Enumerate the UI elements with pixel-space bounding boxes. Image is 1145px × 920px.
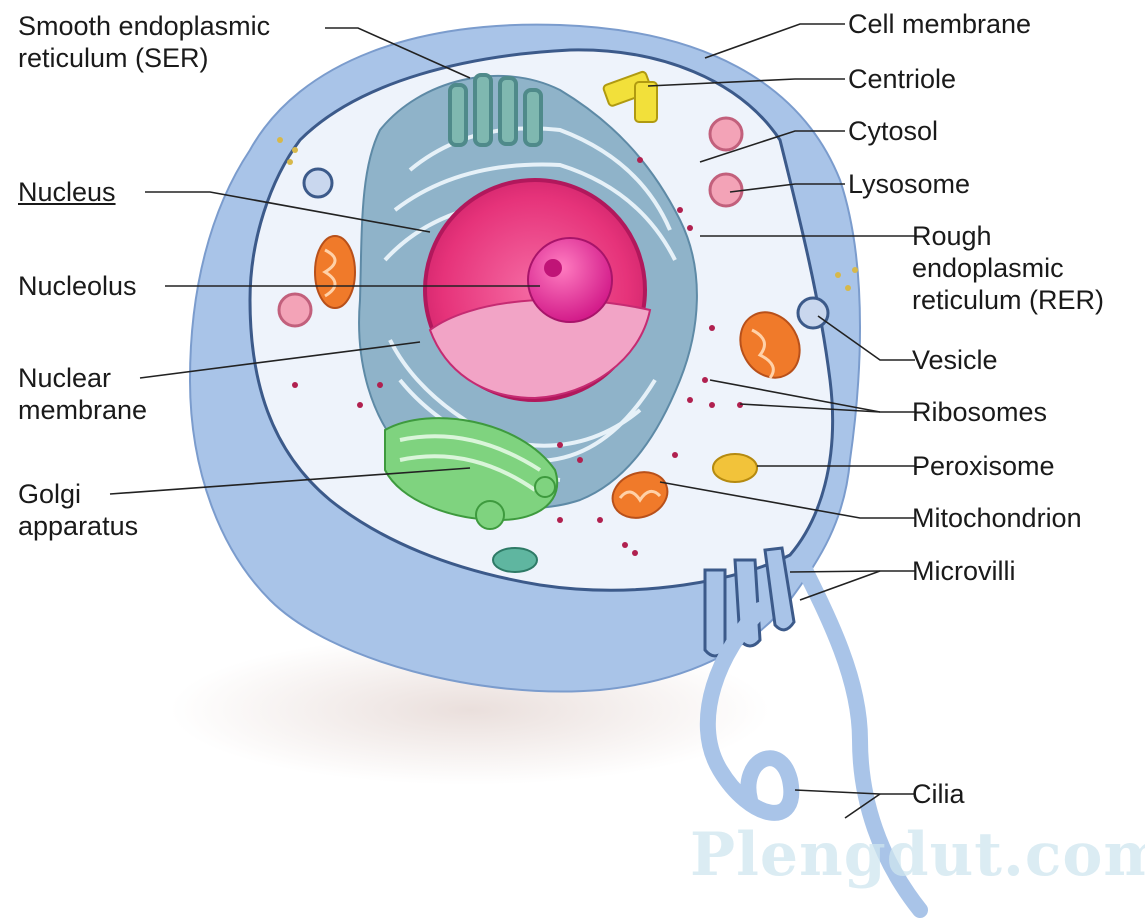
golgi-vesicle	[493, 548, 537, 572]
watermark: Plengdut.com	[690, 820, 1145, 890]
mitochondrion-left	[315, 236, 355, 308]
label-rer: Rough endoplasmic reticulum (RER)	[912, 220, 1104, 316]
label-cell-membrane: Cell membrane	[848, 8, 1031, 40]
peroxisome	[713, 454, 757, 482]
label-nuclear-membrane: Nuclear membrane	[18, 362, 147, 426]
label-ser: Smooth endoplasmic reticulum (SER)	[18, 10, 270, 74]
lysosome-2	[710, 174, 742, 206]
label-mitochondrion: Mitochondrion	[912, 502, 1082, 534]
lysosome-3	[279, 294, 311, 326]
label-peroxisome: Peroxisome	[912, 450, 1055, 482]
nucleolus	[528, 238, 612, 322]
label-lysosome: Lysosome	[848, 168, 970, 200]
lysosome-1	[710, 118, 742, 150]
label-nucleus: Nucleus	[18, 176, 116, 208]
label-microvilli: Microvilli	[912, 555, 1016, 587]
label-vesicle: Vesicle	[912, 344, 998, 376]
nucleolus-core	[544, 259, 562, 277]
label-golgi-apparatus: Golgi apparatus	[18, 478, 138, 542]
label-cilia: Cilia	[912, 778, 965, 810]
label-cytosol: Cytosol	[848, 115, 938, 147]
vesicle-left	[304, 169, 332, 197]
label-centriole: Centriole	[848, 63, 956, 95]
label-nucleolus: Nucleolus	[18, 270, 137, 302]
label-ribosomes: Ribosomes	[912, 396, 1047, 428]
vesicle-right	[798, 298, 828, 328]
